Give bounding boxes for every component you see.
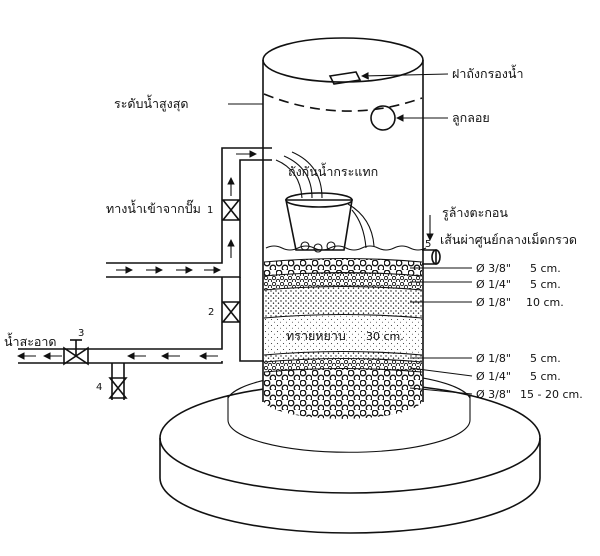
lid-label: ฝาถังกรองน้ำ: [452, 64, 523, 81]
layers-bottom: [263, 350, 423, 419]
max-level-line: [263, 93, 423, 112]
layers-top: [263, 257, 423, 319]
gravel-diameter-label: เส้นผ่าศูนย์กลางเม็ดกรวด: [440, 232, 577, 248]
valve-4: [108, 377, 128, 399]
valve-3: [63, 339, 89, 366]
splash-tray-label: ถังกันน้ำกระแทก: [288, 162, 378, 179]
layer-top-1-depth: 5 cm.: [530, 262, 561, 275]
float-ball-label: ลูกลอย: [452, 110, 490, 126]
valve-1: [221, 199, 241, 221]
valve-4-label: 4: [96, 382, 102, 393]
layer-top-3-size: Ø 1/8": [476, 296, 511, 309]
valve-3-label: 3: [78, 328, 84, 339]
layer-top-1-size: Ø 3/8": [476, 262, 511, 275]
layer-bottom-1-depth: 5 cm.: [530, 352, 561, 365]
layer-top-3-depth: 10 cm.: [526, 296, 564, 309]
layer-bottom-3-depth: 15 - 20 cm.: [520, 388, 583, 401]
layer-bottom-2-depth: 5 cm.: [530, 370, 561, 383]
pump-inlet-label: ทางน้ำเข้าจากปั๊ม: [106, 199, 201, 216]
layer-bottom-2-size: Ø 1/4": [476, 370, 511, 383]
layer-top-2-size: Ø 1/4": [476, 278, 511, 291]
valve-5-label: 5: [425, 239, 431, 250]
water-surface: [265, 245, 427, 251]
leader-lines: [228, 71, 473, 395]
sand-label: ทรายหยาบ: [286, 328, 346, 343]
clean-water-label: น้ำสะอาด: [4, 332, 57, 349]
inlet-pipe: [106, 147, 272, 278]
float-ball: [370, 105, 396, 131]
flush-pipe: [422, 249, 441, 265]
valve-2: [221, 301, 241, 323]
layer-top-2-depth: 5 cm.: [530, 278, 561, 291]
sand-layer: [264, 314, 422, 355]
flush-label: รูล้างตะกอน: [442, 205, 508, 221]
lid-hatch: [328, 71, 362, 85]
layer-bottom-1-size: Ø 1/8": [476, 352, 511, 365]
layer-bottom-3-size: Ø 3/8": [476, 388, 511, 401]
sand-depth-label: 30 cm.: [366, 330, 404, 343]
valve-2-label: 2: [208, 307, 214, 318]
max-level-label: ระดับน้ำสูงสุด: [114, 94, 189, 112]
valve-1-label: 1: [207, 205, 213, 216]
splash-tray: [275, 151, 375, 253]
